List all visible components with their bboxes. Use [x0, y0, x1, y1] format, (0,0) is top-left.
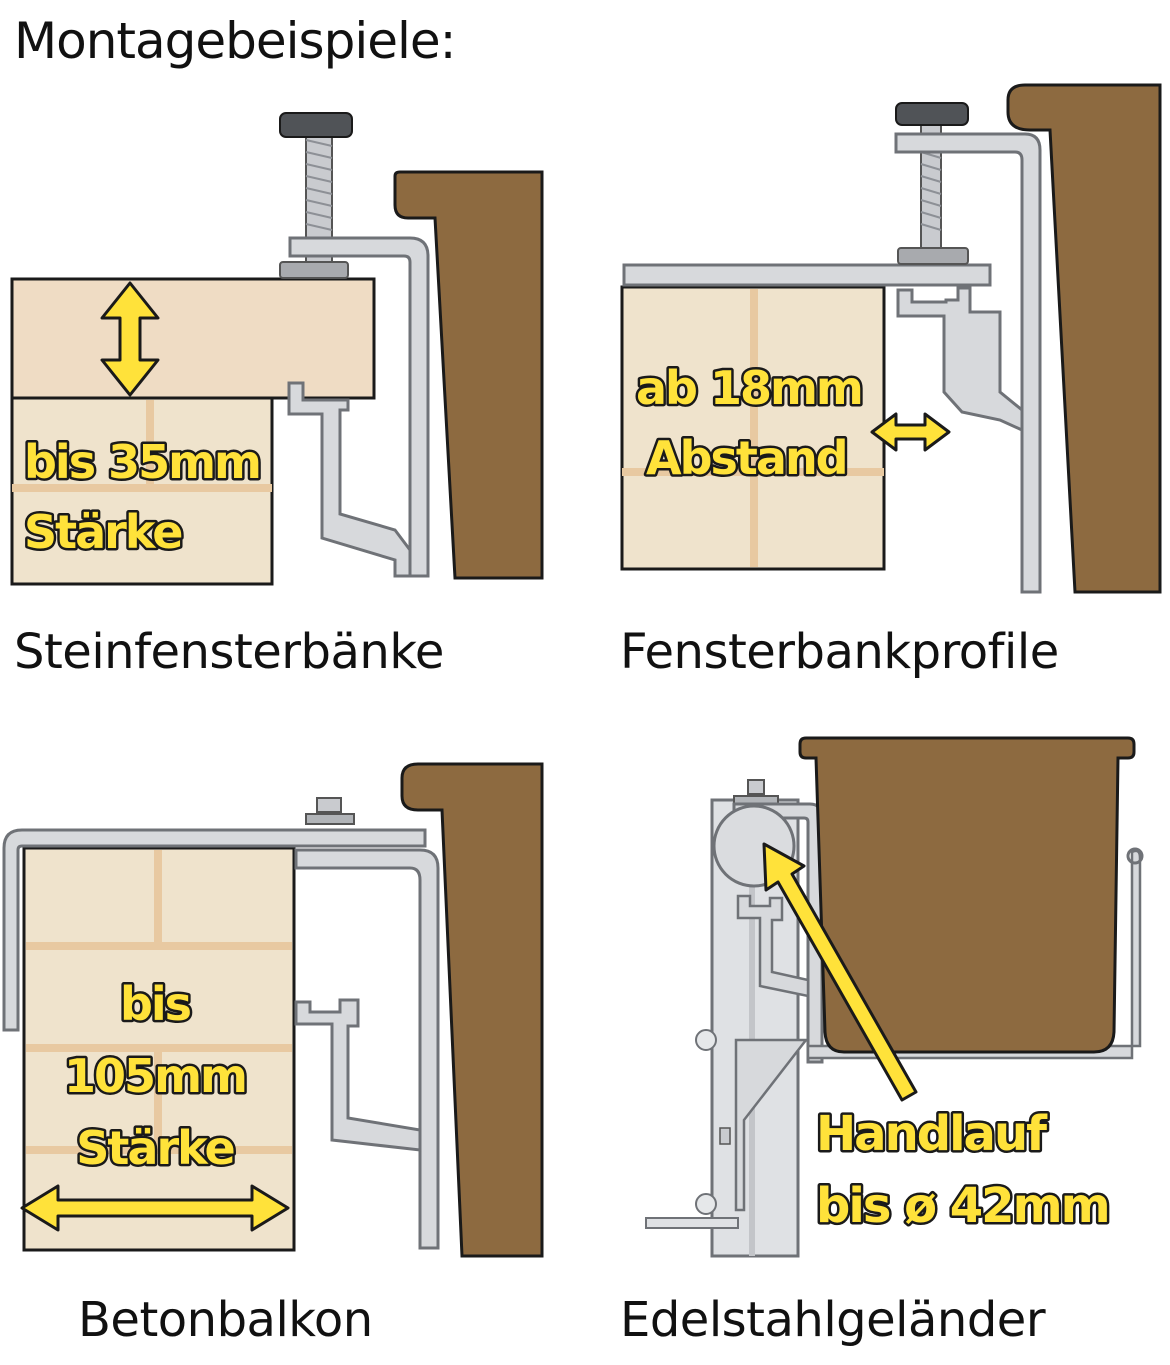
- label-balcony-value: 105mm: [64, 1049, 246, 1103]
- caption-betonbalkon: Betonbalkon: [78, 1292, 373, 1348]
- panel-fensterbankprofile: ab 18mm Abstand: [620, 83, 1162, 594]
- caption-steinfensterbaenke: Steinfensterbänke: [14, 624, 444, 680]
- arrow-to-handrail: [762, 842, 918, 1102]
- label-balcony-prefix: bis: [120, 977, 191, 1031]
- panel-steinfensterbaenke: bis 35mm Stärke: [10, 112, 544, 586]
- panel-betonbalkon: bis 105mm Stärke: [2, 762, 544, 1258]
- page-title: Montagebeispiele:: [14, 12, 456, 70]
- panel-edelstahlgelaender: Handlauf bis ø 42mm: [645, 736, 1144, 1258]
- caption-fensterbankprofile: Fensterbankprofile: [620, 624, 1059, 680]
- double-arrow-horizontal: [870, 412, 951, 452]
- label-handrail: Handlauf: [816, 1106, 1048, 1162]
- label-handrail-diameter: bis ø 42mm: [816, 1178, 1109, 1234]
- label-thickness-value: bis 35mm: [24, 435, 260, 489]
- double-arrow-vertical: [100, 281, 160, 397]
- label-distance-unit: Abstand: [646, 431, 847, 485]
- label-balcony-unit: Stärke: [76, 1121, 233, 1175]
- label-distance-value: ab 18mm: [636, 361, 862, 415]
- caption-edelstahlgelaender: Edelstahlgeländer: [620, 1292, 1046, 1348]
- double-arrow-width: [20, 1184, 290, 1232]
- label-thickness-unit: Stärke: [24, 505, 181, 559]
